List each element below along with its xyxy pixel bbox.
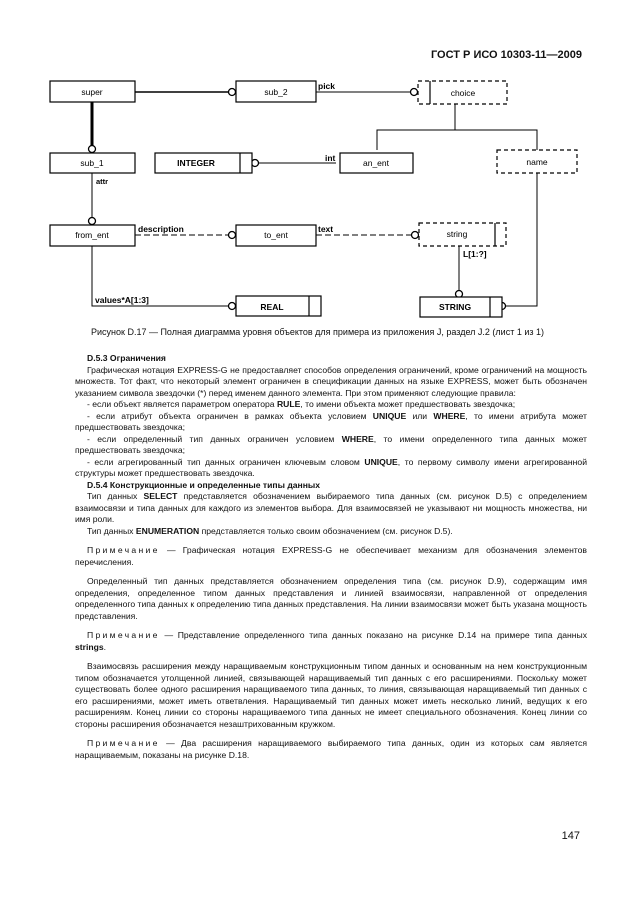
standard-header: ГОСТ Р ИСО 10303-11—2009 (430, 49, 582, 61)
note-strings: Примечание — Представление определенного… (75, 630, 587, 652)
page-number: 147 (561, 830, 580, 842)
entity-diagram: super sub_2 choice sub_1 INTEGER an_ent … (49, 80, 578, 318)
label-description: description (138, 224, 184, 234)
box-sub1-name: sub_1 (80, 158, 103, 168)
box-stringbase-name: STRING (439, 302, 472, 312)
box-name (496, 149, 578, 174)
body-text: D.5.3 Ограничения Графическая нотация EX… (75, 353, 587, 761)
note-enumeration: Примечание — Графическая нотация EXPRESS… (75, 545, 587, 567)
label-attr: attr (96, 177, 108, 186)
paragraph-enumeration: Тип данных ENUMERATION представляется то… (87, 525, 453, 536)
box-toent (235, 224, 317, 247)
label-int: int (325, 153, 336, 163)
box-sub2 (235, 80, 317, 103)
circle-choice (409, 87, 419, 97)
paragraph-constraints-intro: Графическая нотация EXPRESS-G не предост… (75, 364, 587, 398)
box-integer (154, 152, 253, 174)
box-super (49, 80, 136, 103)
rule-item-defined-type: - если определенный тип данных ограничен… (75, 433, 587, 456)
rule-item-attribute: - если атрибут объекта ограничен в рамка… (75, 410, 587, 433)
box-toent-name: to_ent (264, 230, 288, 240)
line-name-stringbase (505, 173, 538, 307)
box-string-name: string (447, 229, 468, 239)
circle-real (227, 301, 237, 311)
box-name-name: name (526, 157, 548, 167)
note-extensions: Примечание — Два расширения наращиваемог… (75, 738, 587, 760)
box-fromrnt (49, 224, 136, 247)
line-choice-branches (376, 104, 456, 150)
paragraph-defined-type: Определенный тип данных представляется о… (75, 576, 587, 621)
box-super-name: super (81, 87, 102, 97)
box-anent (339, 152, 414, 174)
box-sub2-name: sub_2 (264, 87, 287, 97)
label-lbound: L[1:?] (463, 249, 487, 259)
figure-caption: Рисунок D.17 — Полная диаграмма уровня о… (91, 327, 544, 337)
box-stringbase (419, 296, 503, 318)
line-from-real (91, 246, 229, 307)
circle-sub2 (227, 87, 237, 97)
box-fromrnt-name: from_ent (75, 230, 109, 240)
label-pick: pick (318, 81, 335, 91)
circle-fromrnt (87, 216, 97, 226)
section-heading-constraints: D.5.3 Ограничения (87, 353, 166, 363)
box-real (235, 295, 322, 317)
box-choice (417, 80, 508, 105)
rule-item-rule: - если объект является параметром операт… (87, 399, 516, 409)
circle-toent (227, 230, 237, 240)
box-string (418, 222, 507, 247)
line-choice-name (455, 129, 538, 150)
box-integer-name: INTEGER (177, 158, 215, 168)
label-values: values*A[1:3] (95, 295, 149, 305)
box-real-name: REAL (260, 302, 283, 312)
box-anent-name: an_ent (363, 158, 390, 168)
paragraph-select: Тип данных SELECT представляется обознач… (75, 491, 587, 524)
circle-sub1 (87, 144, 97, 154)
circle-string (410, 230, 420, 240)
paragraph-extension: Взаимосвязь расширения между наращиваемы… (75, 661, 587, 729)
section-heading-types: D.5.4 Конструкционные и определенные тип… (87, 479, 321, 490)
box-choice-name: choice (451, 88, 476, 98)
rule-item-aggregate: - если агрегированный тип данных огранич… (75, 456, 587, 479)
box-sub1 (49, 152, 136, 174)
label-text: text (318, 224, 333, 234)
